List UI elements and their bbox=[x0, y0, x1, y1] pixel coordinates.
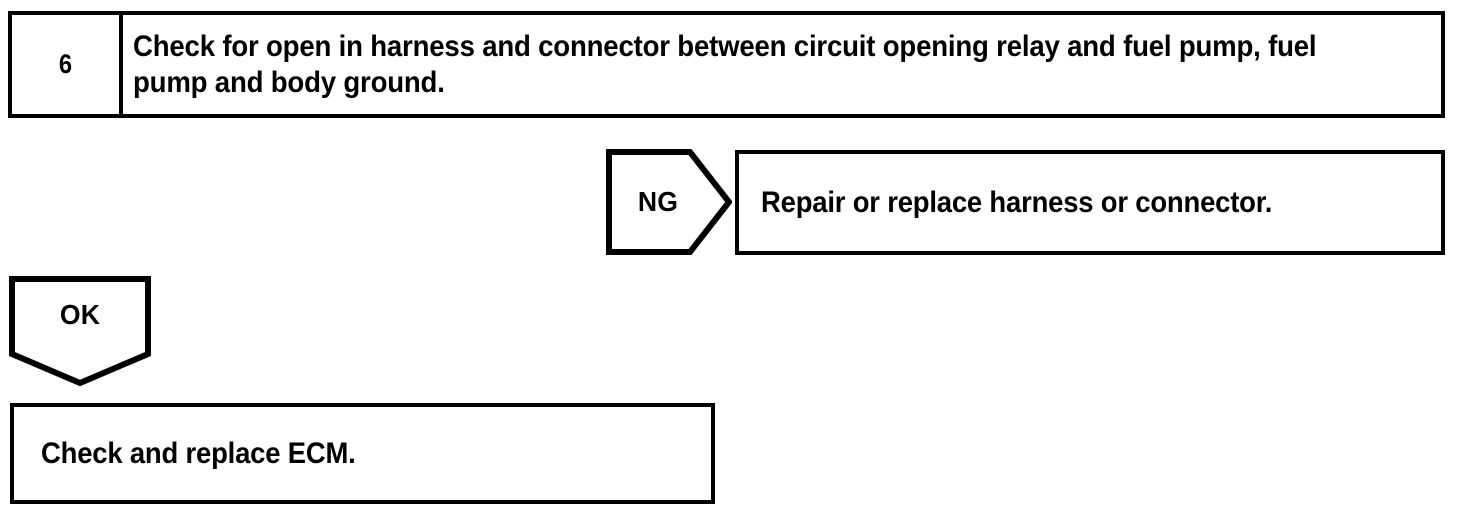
step-instruction: Check for open in harness and connector … bbox=[133, 29, 1317, 99]
ng-pentagon-shape bbox=[606, 149, 732, 255]
step-box: 6 Check for open in harness and connecto… bbox=[8, 11, 1445, 118]
step-number-cell: 6 bbox=[12, 15, 123, 114]
step-instruction-cell: Check for open in harness and connector … bbox=[123, 15, 1441, 114]
step-number: 6 bbox=[58, 49, 73, 79]
ok-result-box: Check and replace ECM. bbox=[10, 403, 715, 504]
ok-pentagon-shape bbox=[9, 276, 151, 386]
ng-result-box: Repair or replace harness or connector. bbox=[735, 150, 1445, 255]
ng-result-text: Repair or replace harness or connector. bbox=[761, 185, 1273, 219]
ng-branch-label: NG bbox=[637, 186, 679, 217]
ok-branch-arrow: OK bbox=[9, 276, 151, 386]
ok-branch-label: OK bbox=[59, 299, 101, 330]
ng-branch-arrow: NG bbox=[606, 149, 732, 255]
ok-result-text: Check and replace ECM. bbox=[41, 436, 356, 470]
